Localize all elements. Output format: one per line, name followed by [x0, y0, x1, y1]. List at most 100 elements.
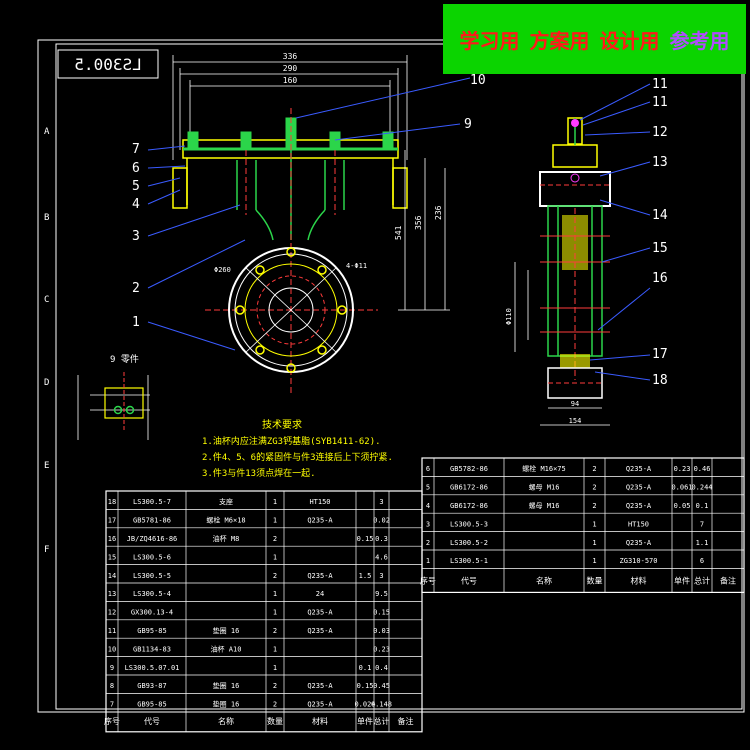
table-cell: 0.46	[694, 465, 711, 473]
table-cell: 1	[592, 539, 596, 547]
table-header-cell: 名称	[536, 575, 552, 585]
callout-left: 7	[132, 142, 140, 157]
tech-line: 3.件3与件13须点焊在一起.	[202, 467, 316, 479]
table-cell: 14	[108, 572, 116, 580]
table-cell: LS300.5-1	[450, 557, 488, 565]
callout-right: 14	[652, 208, 668, 223]
table-cell: Q235-A	[307, 701, 333, 709]
dim-pcd: Φ260	[214, 266, 231, 274]
table-cell: HT150	[309, 498, 330, 506]
table-cell: 4.6	[375, 553, 388, 561]
table-cell: LS300.5-5	[133, 572, 171, 580]
table-cell: GB6172-86	[450, 484, 488, 492]
dim-side-bottom-b: 154	[569, 417, 582, 425]
table-cell: 1	[426, 557, 430, 565]
callout-top: 9	[464, 117, 472, 132]
table-cell: 0.15	[357, 535, 374, 543]
table-cell: 1	[592, 557, 596, 565]
table-cell: 3	[426, 520, 430, 528]
table-cell: GB95-85	[137, 627, 167, 635]
callout-left: 2	[132, 281, 140, 296]
zone-letter: B	[44, 213, 49, 223]
table-header-cell: 名称	[218, 716, 234, 726]
table-cell: 3	[379, 572, 383, 580]
table-cell: 螺母 M16	[529, 483, 560, 492]
zone-letter: A	[44, 127, 50, 137]
table-cell: 9.5	[375, 590, 388, 598]
dim-vertical-b: 356	[414, 215, 423, 230]
table-cell: GB95-85	[137, 701, 167, 709]
drawing-number: LS300.5	[74, 55, 141, 74]
table-cell: 1.5	[359, 572, 372, 580]
table-cell: 2	[273, 682, 277, 690]
table-cell: 0.244	[691, 484, 712, 492]
callout-left: 3	[132, 229, 140, 244]
table-cell: 2	[592, 502, 596, 510]
table-cell: 0.03	[373, 627, 390, 635]
table-cell: JB/ZQ4616-86	[127, 535, 178, 543]
table-cell: 2	[273, 627, 277, 635]
banner-label-design: 设计用	[599, 28, 660, 53]
table-cell: Q235-A	[626, 539, 652, 547]
table-cell: 9	[110, 664, 114, 672]
table-cell: LS300.5-2	[450, 539, 488, 547]
callout-right: 12	[652, 125, 668, 140]
table-cell: 螺母 M16	[529, 501, 560, 510]
table-cell: 1	[273, 609, 277, 617]
table-cell: 10	[108, 645, 116, 653]
table-cell: 18	[108, 498, 116, 506]
table-cell: 2	[426, 539, 430, 547]
table-cell: 24	[316, 590, 324, 598]
table-cell: 垫圈 16	[213, 681, 240, 690]
dim-side-height: Φ110	[505, 308, 513, 325]
table-header-cell: 数量	[267, 716, 283, 726]
table-cell: ZG310-570	[620, 557, 658, 565]
table-cell: LS300.5-6	[133, 553, 171, 561]
table-header-cell: 单件	[357, 716, 373, 726]
table-cell: 1.1	[696, 539, 709, 547]
table-cell: 垫圈 16	[213, 700, 240, 709]
table-header-cell: 备注	[720, 575, 736, 585]
callout-right: 17	[652, 347, 668, 362]
table-cell: GB93-87	[137, 682, 167, 690]
table-cell: 0.4	[375, 664, 388, 672]
zone-letter: D	[44, 378, 49, 388]
table-cell: GB5782-86	[450, 465, 488, 473]
table-cell: 1	[273, 498, 277, 506]
table-cell: LS300.5-7	[133, 498, 171, 506]
callout-top: 10	[470, 73, 486, 88]
table-cell: 1	[273, 553, 277, 561]
table-cell: 1	[273, 517, 277, 525]
tech-title: 技术要求	[262, 418, 302, 431]
table-cell: 垫圈 16	[213, 626, 240, 635]
table-cell: GB1134-83	[133, 645, 171, 653]
banner-label-scheme: 方案用	[529, 28, 590, 53]
inner-frame	[55, 43, 743, 710]
table-cell: LS300.5-4	[133, 590, 171, 598]
banner-label-reference: 参考用	[669, 28, 730, 53]
table-cell: 螺栓 M6×18	[206, 516, 245, 525]
detail-label: 9 零件	[110, 353, 139, 365]
table-header-cell: 备注	[398, 716, 414, 726]
banner-label-study: 学习用	[459, 28, 520, 53]
table-cell: 1	[273, 664, 277, 672]
table-cell: 8	[110, 682, 114, 690]
callout-right: 18	[652, 373, 668, 388]
table-cell: 0.3	[375, 535, 388, 543]
dim-top-third: 160	[283, 76, 298, 85]
table-header-cell: 材料	[631, 575, 647, 585]
table-cell: 1	[592, 520, 596, 528]
table-header-cell: 代号	[461, 575, 477, 585]
table-cell: 油杯 A10	[211, 644, 242, 653]
callout-left: 5	[132, 179, 140, 194]
table-cell: LS300.5.07.01	[125, 664, 180, 672]
table-cell: 0.23	[373, 645, 390, 653]
dim-top-overall: 336	[283, 52, 298, 61]
